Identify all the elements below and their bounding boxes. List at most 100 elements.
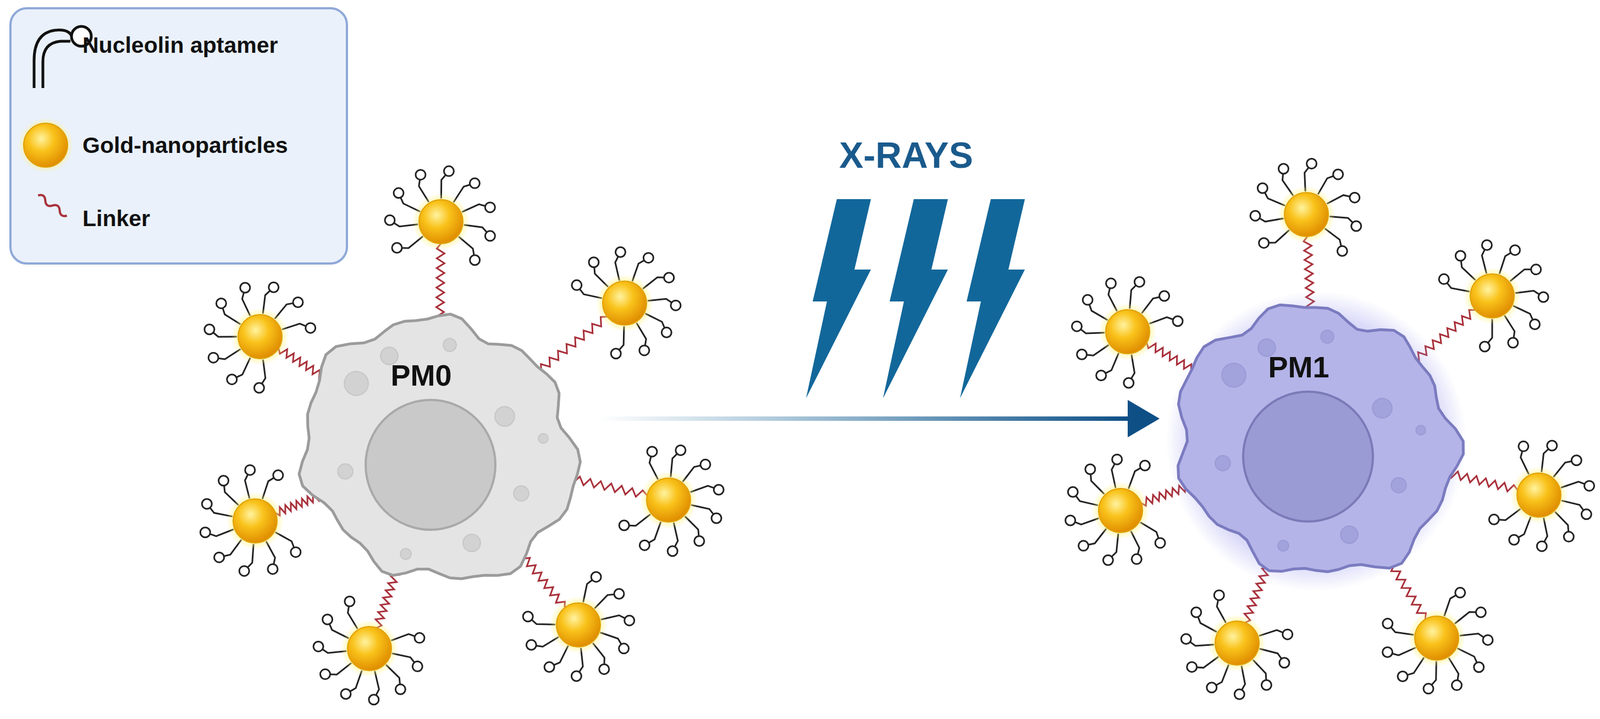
gold-glow [596, 274, 654, 332]
cell-outline [1165, 289, 1468, 593]
aptamer-loop [1279, 657, 1290, 668]
aptamer-loop [571, 279, 582, 290]
aptamer-loop [1481, 239, 1492, 250]
gold-glow [340, 619, 399, 677]
gold-nanoparticle [238, 314, 283, 359]
aptamer-loop [711, 512, 722, 523]
aptamer-loop [1563, 531, 1574, 542]
aptamer-loop [1333, 169, 1344, 180]
aptamer-loop [1474, 661, 1484, 672]
aptamer-loop [384, 214, 395, 225]
aptamer-loop [227, 374, 237, 385]
aptamer-loop [1509, 534, 1520, 545]
aptamer-loop [1112, 454, 1123, 465]
aptamer-loop [412, 660, 423, 671]
gold-nanoparticle [646, 477, 691, 522]
gold-nanoparticle [602, 280, 647, 325]
aptamer-loop [414, 632, 425, 643]
vesicle [513, 485, 529, 501]
aptamer-loop [1172, 316, 1183, 327]
aptamer-loop [1351, 221, 1362, 231]
vesicle [337, 463, 353, 479]
gold-glow [640, 471, 698, 529]
aptamer-loop [624, 615, 635, 626]
aptamer-loop [1250, 210, 1261, 221]
aptamer-loop [1306, 158, 1317, 169]
linker [375, 568, 400, 628]
aptamer-loop [1071, 321, 1082, 331]
aptamer-loop [1106, 278, 1117, 289]
vesicle [443, 338, 457, 352]
aptamer-loop [240, 282, 251, 293]
cell: PM0 [290, 300, 588, 598]
aptamer-loop [395, 683, 406, 694]
gold-nanoparticle [1105, 309, 1150, 354]
aptamer-loop [667, 545, 678, 556]
aptamer-loop [415, 169, 426, 180]
arrow [598, 399, 1160, 438]
vesicle [344, 371, 369, 396]
vesicle [1340, 525, 1359, 544]
cell-label: PM0 [390, 357, 452, 393]
aptamer-loop [1282, 629, 1293, 639]
linker [436, 243, 445, 322]
aptamer-loop [340, 688, 351, 699]
aptamer-loop [1538, 291, 1549, 302]
aptamer-loop [1475, 607, 1486, 617]
aptamer-loop [588, 257, 599, 268]
gold-glow [1208, 614, 1266, 672]
cell-glow [1166, 290, 1467, 592]
linker-icon [36, 192, 69, 218]
gold-nanoparticle [1098, 488, 1143, 533]
vesicle [1372, 398, 1393, 418]
legend-text: Gold-nanoparticles [82, 132, 289, 159]
aptamer-loop [268, 282, 279, 292]
aptamer-loop [1155, 537, 1166, 548]
aptamer-loop [1191, 607, 1202, 617]
gold-glow [231, 307, 289, 366]
aptamer-loop [200, 527, 211, 538]
aptamer-loop [1077, 349, 1088, 360]
aptamer-loop [670, 300, 681, 311]
aptamer-loop [443, 166, 454, 176]
gold-glow [1277, 185, 1335, 244]
aptamer-loop [661, 327, 672, 338]
aptamer-loop [1259, 238, 1270, 248]
aptamer-loop [216, 298, 226, 308]
aptamer-loop [254, 382, 264, 393]
aptamer-loop [1067, 486, 1078, 497]
aptamer-loop [1547, 440, 1558, 451]
aptamer-loop [484, 202, 495, 213]
aptamer-loop [1349, 192, 1360, 203]
aptamer-loop [599, 663, 610, 674]
aptamer-loop [639, 345, 650, 356]
aptamer-loop [700, 459, 711, 470]
aptamer-loop [273, 470, 284, 480]
aptamer-loop [1206, 682, 1217, 693]
gold-nanoparticle [347, 626, 392, 671]
cell: PM1 [1165, 289, 1468, 593]
gold-nanoparticle [1215, 620, 1260, 665]
aptamer-loop [1102, 554, 1113, 565]
aptamer-loop [344, 596, 355, 606]
legend-text: Nucleolin aptamer [82, 32, 278, 59]
aptamer-loop [1096, 370, 1107, 381]
aptamer-loop [619, 520, 630, 531]
aptamer-loop [290, 547, 301, 557]
aptamer-loop [239, 565, 250, 576]
aptamer-loop [1455, 250, 1466, 261]
aptamer-loop [1123, 377, 1134, 388]
aptamer-loop [267, 563, 278, 574]
aptamer-loop [1257, 183, 1268, 193]
aptamer-loop [1479, 341, 1490, 352]
vesicle [538, 433, 549, 444]
aptamer-loop [1234, 688, 1245, 699]
lightning-bolt [883, 199, 948, 399]
vesicle [1277, 539, 1289, 551]
aptamer-loop [1423, 683, 1434, 694]
aptamer-loop [1581, 509, 1592, 520]
aptamer-loop [643, 252, 654, 263]
aptamer-loop [675, 445, 686, 456]
aptamer-loop [1397, 670, 1408, 681]
aptamer-loop [1214, 589, 1224, 600]
